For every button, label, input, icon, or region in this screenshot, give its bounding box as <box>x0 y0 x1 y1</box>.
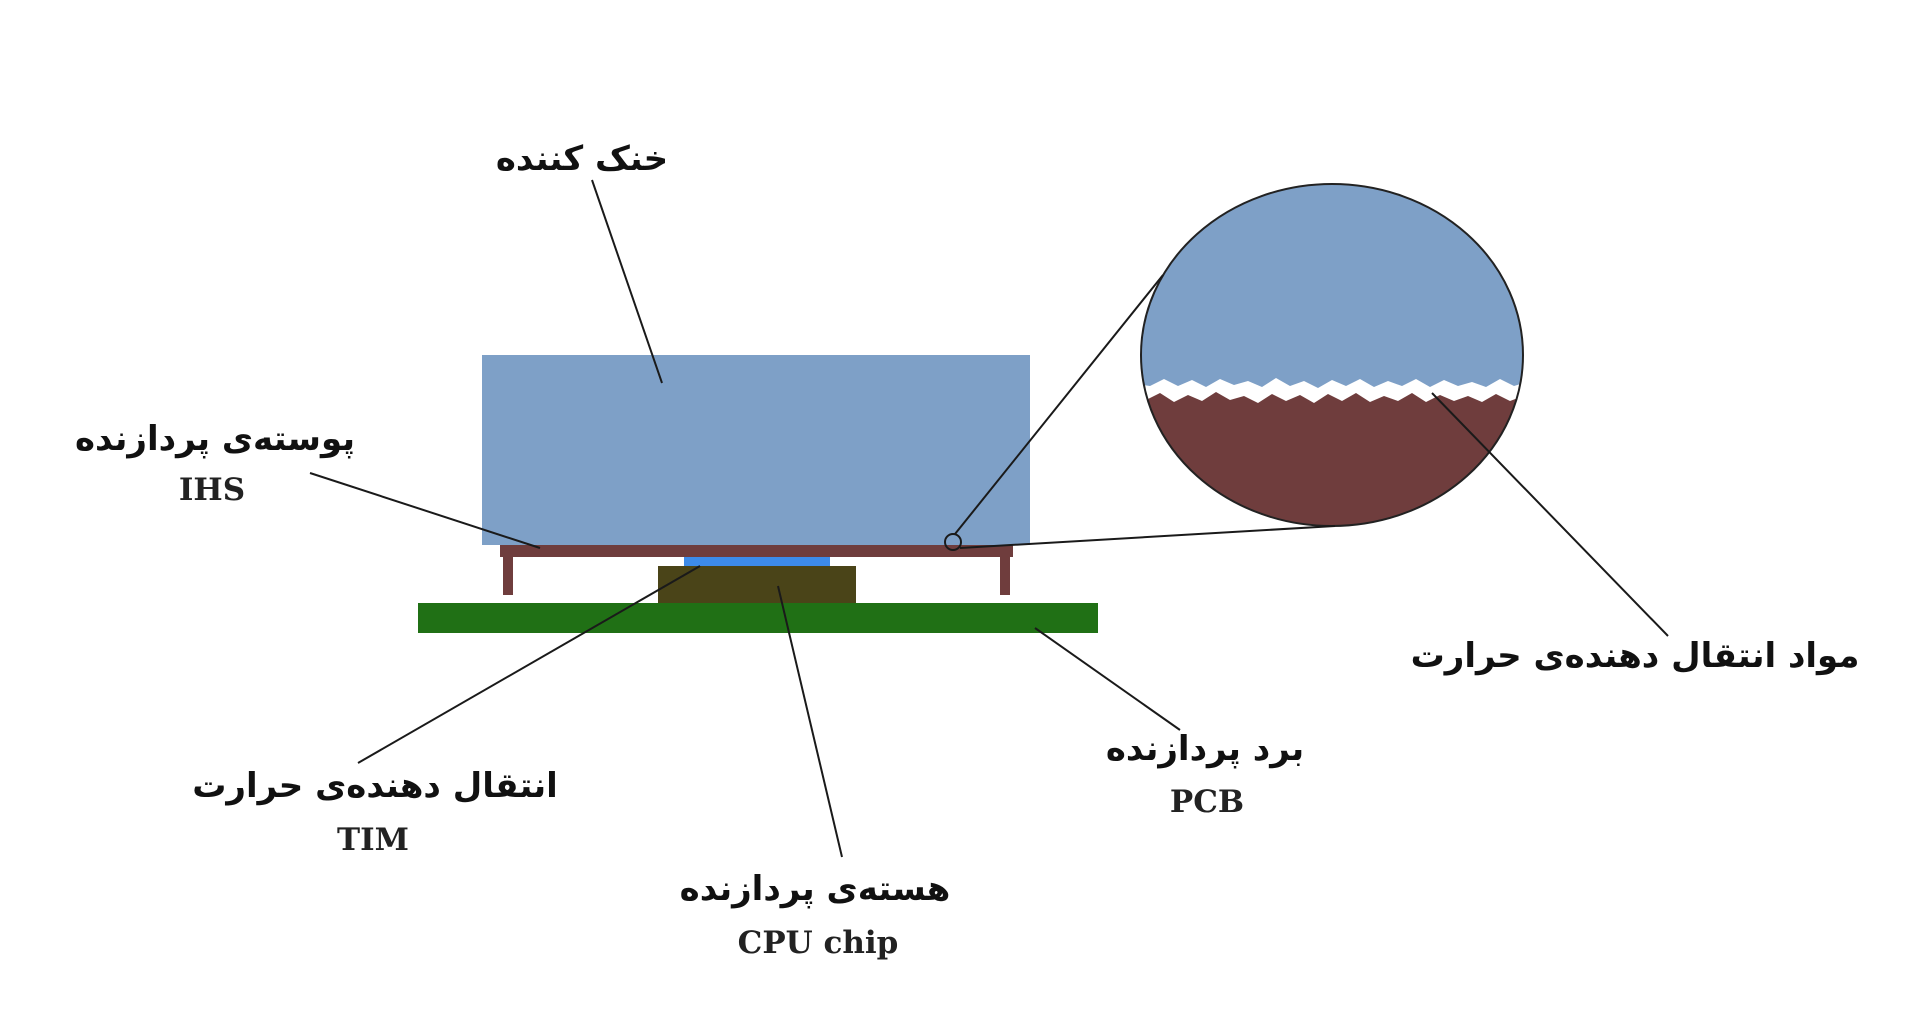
cooler-label: خنک کننده <box>496 139 668 179</box>
tim-material-label: مواد انتقال دهنده‌ی حرارت <box>1411 636 1860 676</box>
tim-material-leader-line <box>1431 392 1669 637</box>
cooler-leader-line <box>591 179 663 384</box>
zoom-detail-circle <box>1141 184 1523 526</box>
pcb-leader-line <box>1034 627 1181 731</box>
cpu-chip <box>658 566 856 603</box>
ihs-label-en: IHS <box>179 472 245 508</box>
pcb-board <box>418 603 1098 633</box>
zoom-source-marker <box>944 533 962 551</box>
pcb-label-fa: برد پردازنده <box>1106 729 1304 769</box>
pcb-label-en: PCB <box>1170 784 1244 820</box>
tim-label-en: TIM <box>337 822 409 858</box>
tim-leader-line <box>357 565 701 764</box>
cpu-label-en: CPU chip <box>738 925 899 961</box>
ihs-label-fa: پوسته‌ی پردازنده <box>75 419 355 459</box>
ihs-heat-spreader <box>500 545 1013 595</box>
zoom-connector-upper <box>954 274 1164 535</box>
tim-label-fa: انتقال دهنده‌ی حرارت <box>192 766 558 806</box>
cooler-block <box>482 355 1030 545</box>
zoom-connector-lower <box>959 525 1336 549</box>
cpu-leader-line <box>777 585 843 858</box>
cpu-label-fa: هسته‌ی پردازنده <box>680 869 951 909</box>
ihs-leader-line <box>309 472 541 549</box>
tim-layer <box>684 557 830 566</box>
